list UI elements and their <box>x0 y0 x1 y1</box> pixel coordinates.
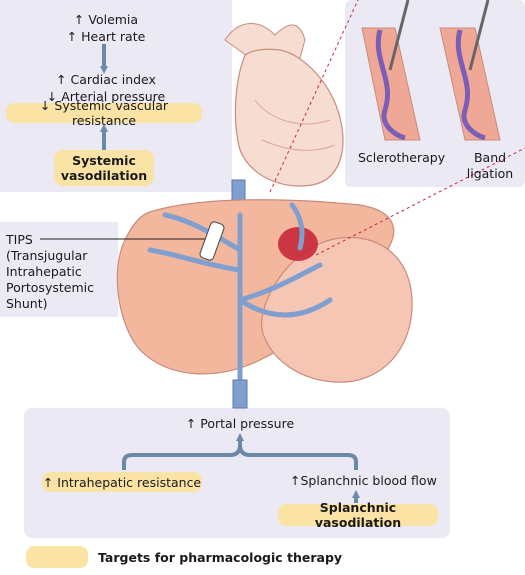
tips-label-line4: Portosystemic <box>6 280 94 296</box>
heart-illustration <box>225 24 343 186</box>
legend-swatch <box>26 546 88 568</box>
svr-text: ↓ Systemic vascular resistance <box>6 98 202 128</box>
intrahepatic-resistance-target: ↑ Intrahepatic resistance <box>42 472 202 492</box>
svr-target: ↓ Systemic vascular resistance <box>6 103 202 123</box>
tips-label-line2: (Transjugular <box>6 248 87 264</box>
systemic-vasodilation-line2: vasodilation <box>61 168 147 183</box>
systemic-vasodilation-target: Systemic vasodilation <box>54 150 154 186</box>
tips-label-line5: Shunt) <box>6 296 47 312</box>
portal-trunk <box>233 380 247 408</box>
legend-label: Targets for pharmacologic therapy <box>98 550 342 566</box>
cardiac-index-text: ↑ Cardiac index <box>36 72 176 88</box>
tips-label-line3: Intrahepatic <box>6 264 82 280</box>
volemia-text: ↑ Volemia <box>36 12 176 28</box>
band-ligation-line2: ligation <box>462 166 518 182</box>
splanchnic-flow-text: ↑Splanchnic blood flow <box>290 473 437 489</box>
splanchnic-vasodilation-target: Splanchnic vasodilation <box>278 504 438 526</box>
sclerotherapy-label: Sclerotherapy <box>358 150 445 166</box>
systemic-vasodilation-line1: Systemic <box>61 153 147 168</box>
portal-pressure-text: ↑ Portal pressure <box>170 416 310 432</box>
splanchnic-vasodilation-text: Splanchnic vasodilation <box>278 500 438 530</box>
varices-region <box>278 227 318 261</box>
heart-rate-text: ↑ Heart rate <box>36 29 176 45</box>
intrahepatic-resistance-text: ↑ Intrahepatic resistance <box>43 475 201 490</box>
band-ligation-line1: Band <box>462 150 518 166</box>
tips-label-line1: TIPS <box>6 232 33 248</box>
